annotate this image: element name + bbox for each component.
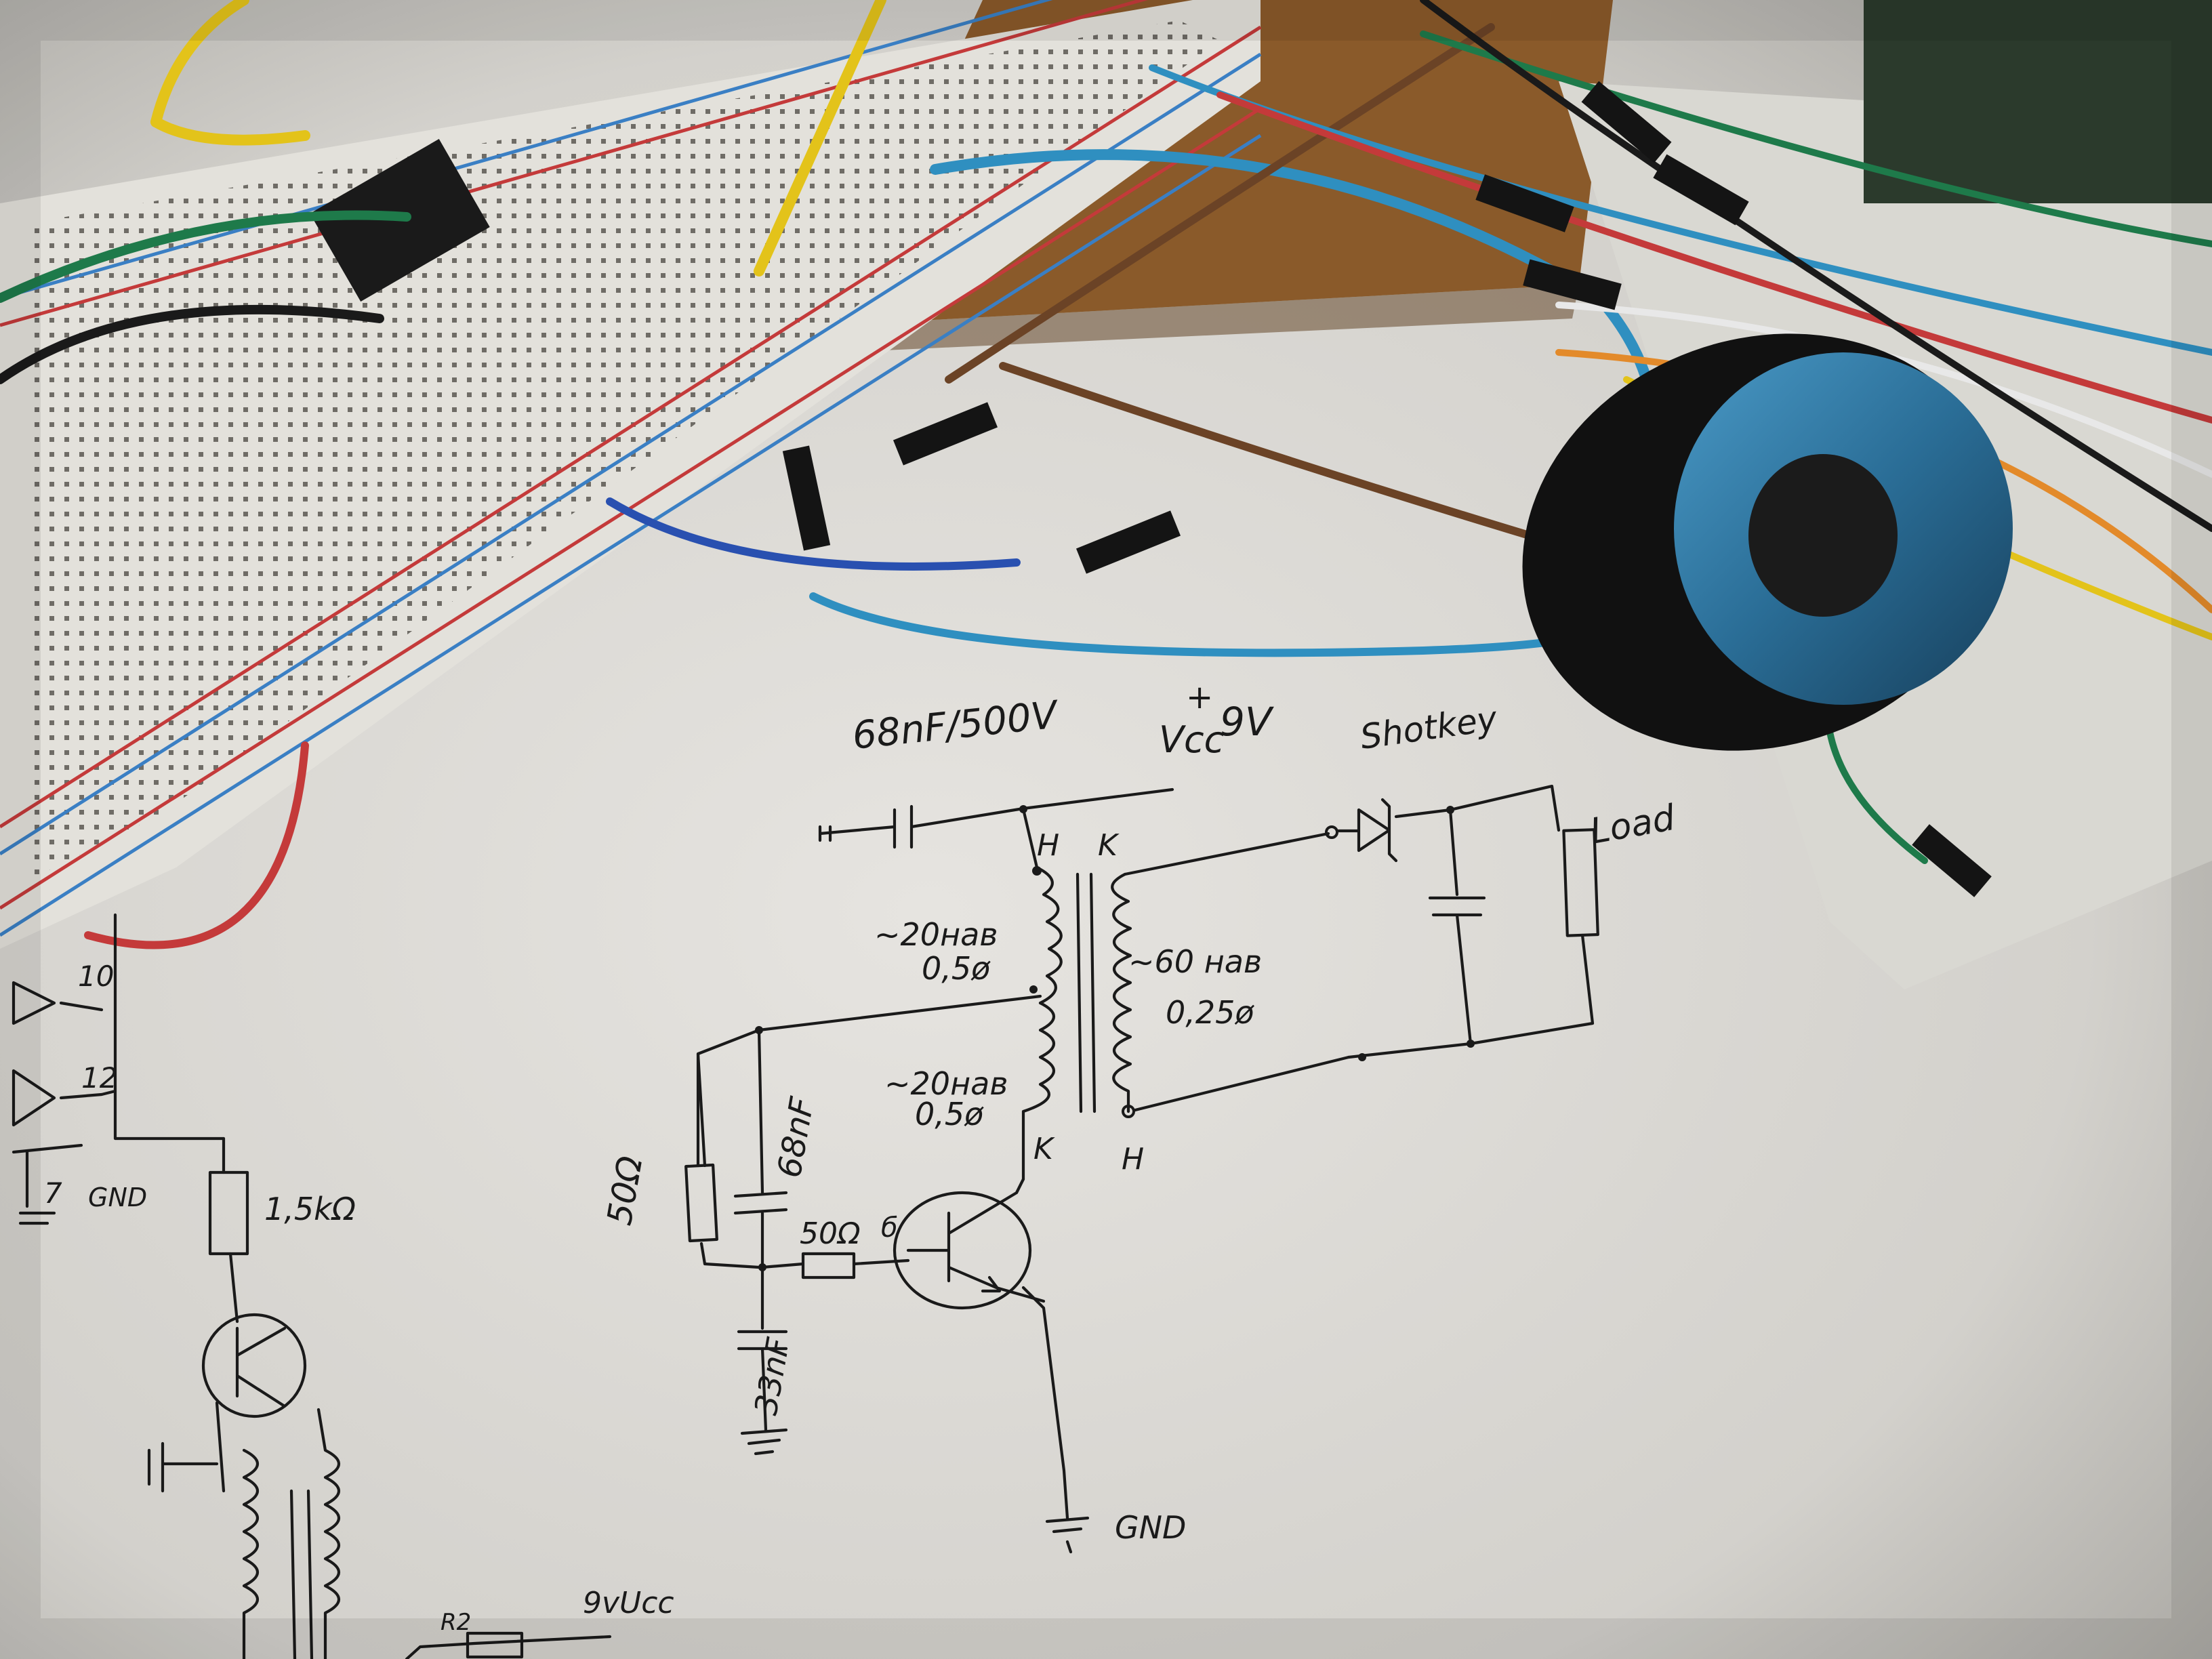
toroid-transformer <box>1522 333 2013 751</box>
label-pin-10: 10 <box>78 960 114 993</box>
label-h-bottom: H <box>1122 1142 1144 1176</box>
label-resistor-left-1k5: 1,5kΩ <box>264 1191 356 1227</box>
label-winding-sec: ~60 нав <box>1128 943 1262 980</box>
left-schematic <box>12 913 612 1659</box>
label-pin-7: 7 <box>44 1176 62 1210</box>
label-vcc-left: 9vUcc <box>583 1586 674 1620</box>
dark-photo-background <box>1864 0 2212 203</box>
main-schematic <box>684 784 1599 1554</box>
label-winding-2: ~20нав <box>884 1065 1008 1102</box>
left-labels: 10 12 7 GND 1,5kΩ R2 9vUcc <box>44 960 674 1636</box>
label-vcc-value: 9V <box>1220 699 1275 745</box>
label-h-top: H <box>1037 828 1059 863</box>
label-k-top: K <box>1098 828 1120 863</box>
wire-connectors <box>782 81 1992 897</box>
label-wire-sec: 0,25ø <box>1166 994 1254 1031</box>
label-wire-1: 0,5ø <box>922 950 991 987</box>
label-vcc: Vcc <box>1159 718 1224 761</box>
label-vcc-plus: + <box>1186 678 1213 716</box>
label-winding-1: ~20нав <box>874 916 998 953</box>
label-base: б <box>881 1212 898 1244</box>
label-resistor-base: 50Ω <box>800 1216 861 1251</box>
label-gnd-left: GND <box>88 1183 147 1212</box>
label-pin-12: 12 <box>81 1061 117 1094</box>
label-wire-2: 0,5ø <box>915 1096 984 1132</box>
label-gnd: GND <box>1115 1509 1186 1546</box>
breadboard <box>0 0 1262 949</box>
label-k-bottom: K <box>1033 1132 1055 1166</box>
label-r2: R2 <box>441 1609 471 1636</box>
